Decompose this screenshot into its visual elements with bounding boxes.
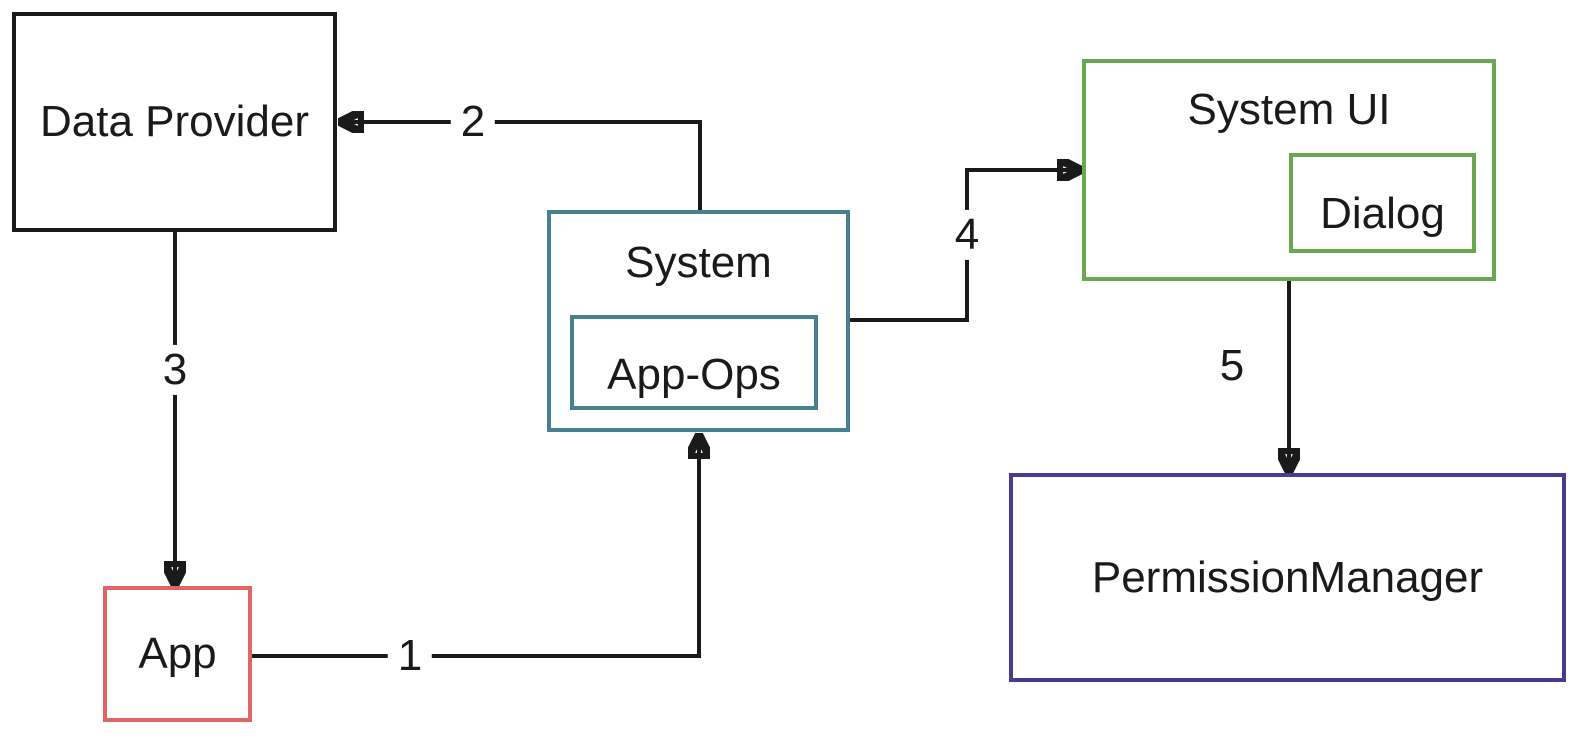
node-system-label: System	[625, 238, 772, 287]
node-data-provider-label: Data Provider	[39, 97, 309, 146]
node-app-ops: App-Ops	[570, 315, 818, 410]
edge-label-1: 1	[387, 630, 433, 682]
node-dialog: Dialog	[1289, 153, 1476, 253]
edge-label-5: 5	[1219, 340, 1245, 390]
node-permission-manager-label: PermissionManager	[1091, 552, 1484, 602]
arrow-2-system-to-data-provider	[342, 122, 702, 210]
node-dialog-label: Dialog	[1320, 189, 1445, 238]
edge-label-2: 2	[450, 96, 496, 148]
node-system: System App-Ops	[547, 210, 850, 432]
edge-label-3: 3	[152, 344, 198, 396]
node-app: App	[103, 586, 252, 722]
node-app-label: App	[138, 629, 217, 678]
node-system-ui-label: System UI	[1187, 85, 1391, 134]
node-data-provider: Data Provider	[12, 12, 337, 232]
arrow-1-app-to-system	[252, 437, 699, 658]
node-system-ui: System UI Dialog	[1082, 59, 1496, 281]
node-permission-manager: PermissionManager	[1009, 473, 1566, 682]
node-app-ops-label: App-Ops	[607, 349, 781, 399]
edge-label-4: 4	[944, 209, 990, 261]
